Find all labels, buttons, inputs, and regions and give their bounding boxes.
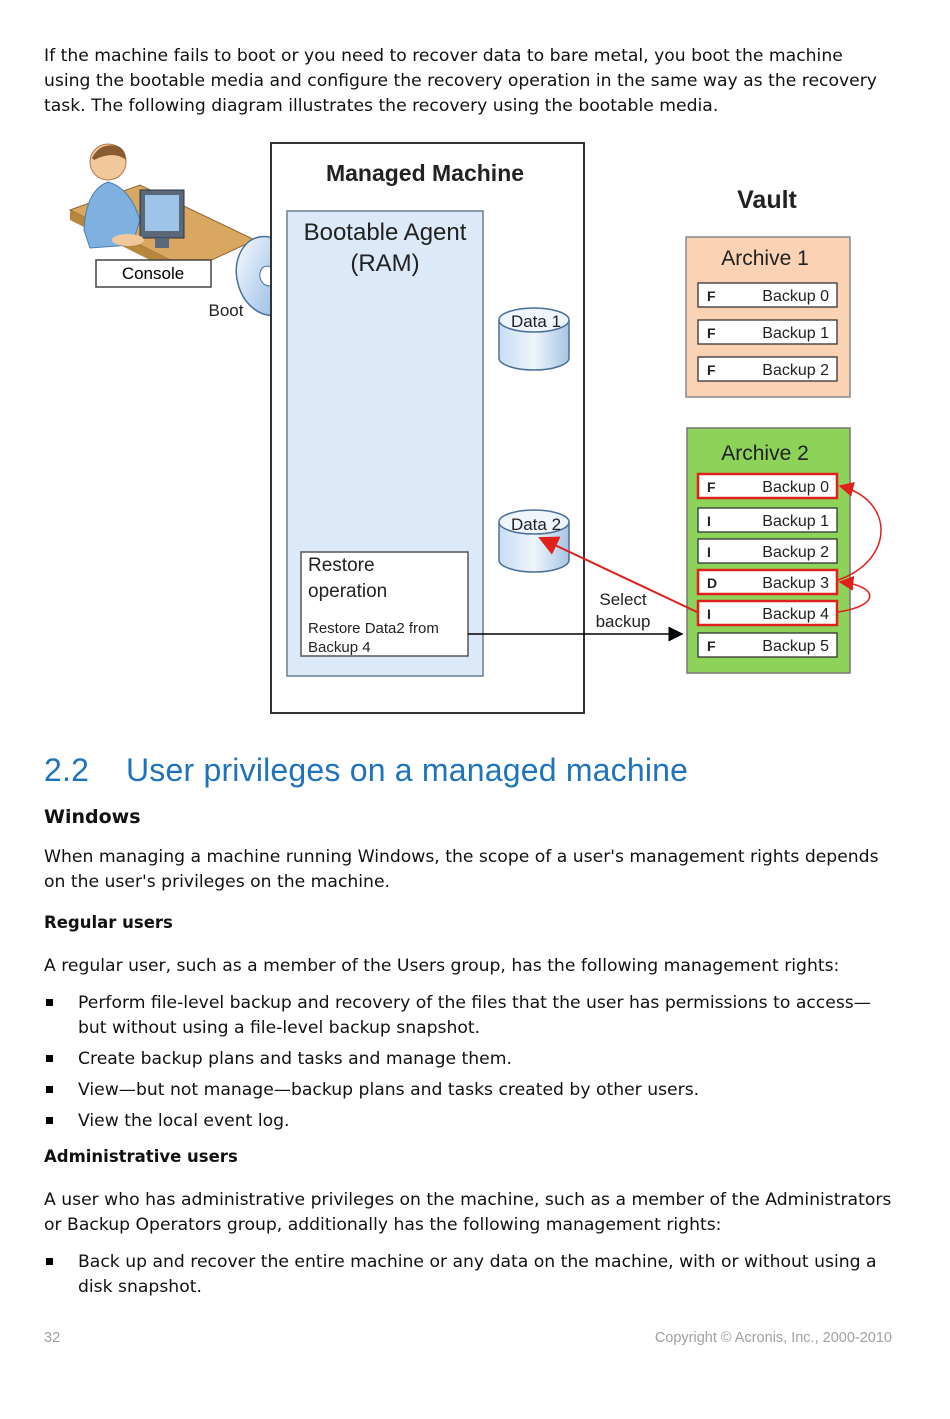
backup-type: F (707, 479, 716, 495)
section-number: 2.2 (44, 752, 90, 788)
backup-type: F (707, 638, 716, 654)
backup-name: Backup 2 (762, 544, 829, 561)
backup-row: I Backup 1 (697, 507, 838, 533)
restore-title-line1: Restore (308, 555, 375, 576)
restore-title-line2: operation (308, 581, 387, 602)
dependency-arrow-backup3-to-backup0 (837, 482, 882, 581)
restore-detail-line1: Restore Data2 from (308, 620, 439, 637)
archive2-title: Archive 2 (721, 442, 809, 465)
backup-type: I (707, 606, 711, 622)
backup-name: Backup 3 (762, 575, 829, 592)
backup-type: I (707, 544, 711, 560)
backup-type: F (707, 325, 716, 341)
backup-type: I (707, 513, 711, 529)
data2-label: Data 2 (511, 515, 561, 534)
backup-type: F (707, 288, 716, 304)
backup-name: Backup 4 (762, 606, 829, 623)
regular-users-heading: Regular users (44, 913, 173, 932)
backup-row: F Backup 0 (697, 282, 838, 308)
list-item: View—but not manage—backup plans and tas… (44, 1078, 894, 1103)
list-item: Create backup plans and tasks and manage… (44, 1047, 894, 1072)
managed-machine-title: Managed Machine (326, 160, 524, 186)
restore-data2-arrow (538, 536, 698, 613)
list-item: Back up and recover the entire machine o… (44, 1250, 894, 1300)
administrative-users-paragraph: A user who has administrative privileges… (44, 1190, 892, 1235)
section-title: User privileges on a managed machine (126, 752, 689, 788)
restore-detail-line2: Backup 4 (308, 639, 371, 656)
backup-type: D (707, 575, 717, 591)
backup-row: I Backup 2 (697, 538, 838, 564)
backup-type: F (707, 362, 716, 378)
backup-row: D Backup 3 (696, 568, 839, 596)
backup-row: F Backup 2 (697, 356, 838, 382)
backup-row: F Backup 1 (697, 319, 838, 345)
recovery-diagram: Console Boot Managed Machine Bootable Ag… (68, 142, 882, 714)
data1-disk-icon (498, 307, 570, 371)
dependency-arrow-backup4-to-backup3 (837, 575, 871, 613)
regular-users-paragraph: A regular user, such as a member of the … (44, 956, 840, 976)
backup-row: F Backup 5 (697, 632, 838, 658)
vault-title: Vault (737, 186, 797, 214)
backup-name: Backup 1 (762, 513, 829, 530)
backup-name: Backup 1 (762, 325, 829, 342)
data2-disk-icon (498, 509, 570, 573)
administrative-users-heading: Administrative users (44, 1147, 238, 1166)
bootable-agent-ram: (RAM) (350, 250, 419, 277)
boot-label: Boot (209, 301, 244, 320)
select-label-line1: Select (599, 590, 647, 609)
console-box (95, 259, 212, 288)
user-at-desk-icon (68, 143, 257, 280)
section-heading: 2.2 User privileges on a managed machine (44, 752, 688, 789)
console-label: Console (122, 264, 184, 283)
page-number: 32 (44, 1330, 61, 1346)
copyright-footer: Copyright © Acronis, Inc., 2000-2010 (654, 1330, 892, 1346)
regular-users-list: Perform file-level backup and recovery o… (44, 991, 894, 1134)
data1-label: Data 1 (511, 312, 561, 331)
backup-name: Backup 2 (762, 362, 829, 379)
select-label-line2: backup (596, 612, 651, 631)
backup-name: Backup 0 (762, 288, 829, 305)
backup-name: Backup 0 (762, 479, 829, 496)
list-item: Perform file-level backup and recovery o… (44, 991, 894, 1041)
windows-paragraph: When managing a machine running Windows,… (44, 847, 879, 892)
windows-heading: Windows (44, 806, 141, 828)
backup-row: F Backup 0 (696, 472, 839, 500)
intro-paragraph: If the machine fails to boot or you need… (44, 46, 877, 116)
restore-operation-box (300, 551, 469, 657)
backup-row: I Backup 4 (696, 599, 839, 627)
backup-name: Backup 5 (762, 638, 829, 655)
administrative-users-list: Back up and recover the entire machine o… (44, 1250, 894, 1300)
archive1-title: Archive 1 (721, 247, 809, 270)
list-item: View the local event log. (44, 1109, 894, 1134)
bootable-agent-title: Bootable Agent (304, 219, 467, 246)
